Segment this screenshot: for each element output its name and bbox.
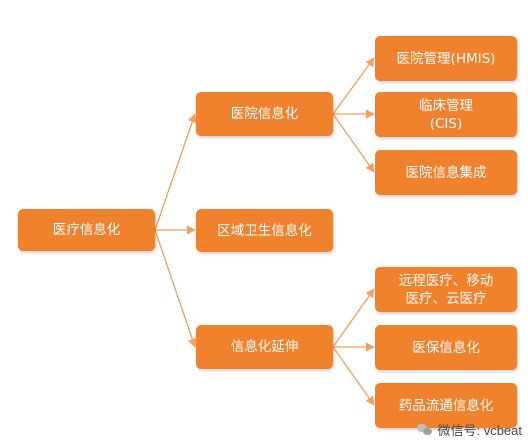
node-drug-circulation: 药品流通信息化 — [375, 383, 517, 428]
connector-root-to-extension — [154, 229, 197, 348]
watermark-text: 微信号: vcbeat — [437, 423, 522, 438]
node-hospital-info-integration: 医院信息集成 — [375, 150, 517, 195]
node-hospital-informatization: 医院信息化 — [196, 92, 333, 136]
connector-extension-to-pharma — [332, 346, 375, 406]
node-cis: 临床管理 (CIS) — [375, 92, 517, 137]
connector-root-to-hospital — [154, 113, 197, 231]
node-remote-mobile-cloud: 远程医疗、移动 医疗、云医疗 — [375, 267, 517, 312]
node-informatization-extension: 信息化延伸 — [196, 325, 333, 369]
connector-hospital-to-integration — [332, 113, 375, 173]
node-regional-health-informatization: 区域卫生信息化 — [196, 209, 333, 252]
watermark: 微信号: vcbeat — [417, 420, 522, 439]
node-hmis: 医院管理(HMIS) — [375, 36, 517, 81]
node-root: 医疗信息化 — [18, 209, 155, 251]
wechat-icon — [417, 423, 433, 437]
connector-extension-to-remote — [332, 288, 375, 348]
node-medical-insurance: 医保信息化 — [375, 325, 517, 370]
connector-hospital-to-hmis — [332, 57, 375, 115]
